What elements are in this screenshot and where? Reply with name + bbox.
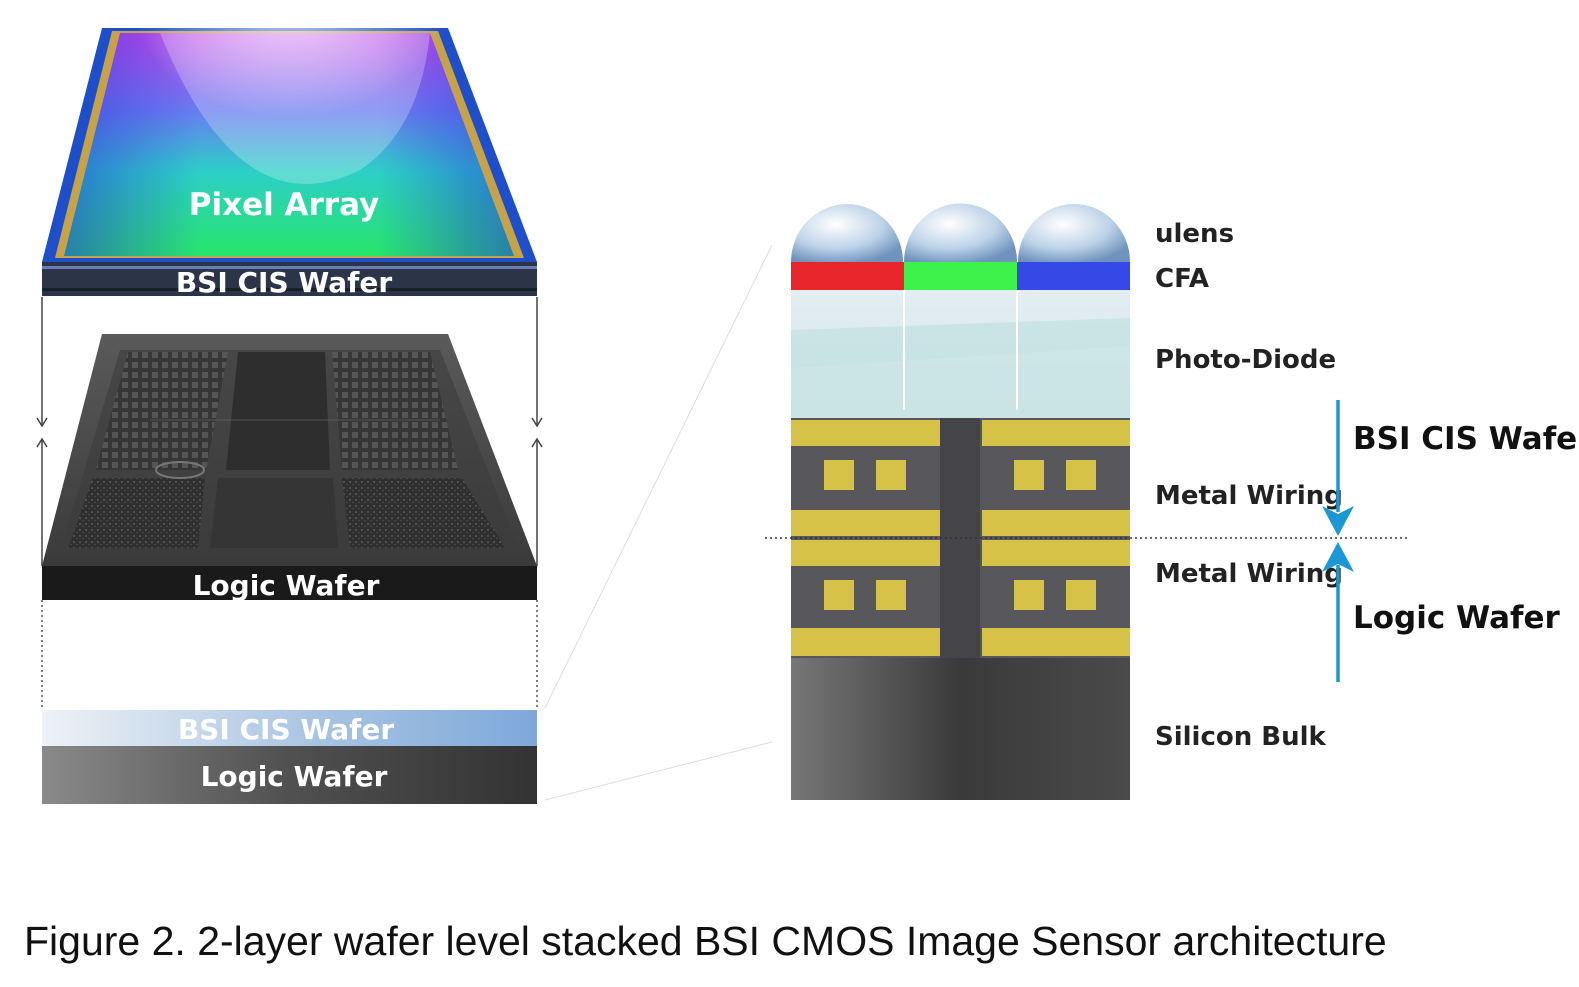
bsi-cis-wafer-top-layer	[42, 262, 537, 296]
cfa-label: CFA	[1155, 264, 1209, 294]
pixel-array-label: Pixel Array	[189, 187, 380, 223]
bsi-cis-wafer-arrow	[1322, 400, 1354, 536]
connector-lines-bottom	[41, 600, 538, 708]
silicon-bulk-layer	[791, 658, 1130, 800]
bsi-cis-wafer-bottom-label: BSI CIS Wafer	[178, 713, 395, 746]
color-filter-array	[791, 262, 1130, 290]
zoom-guide-lines	[544, 244, 773, 801]
photo-diode-label: Photo-Diode	[1155, 345, 1336, 375]
bsi-cis-wafer-side-label: BSI CIS Wafer	[1353, 421, 1579, 457]
logic-chip-layer	[42, 334, 537, 566]
silicon-bulk-label: Silicon Bulk	[1155, 722, 1327, 752]
ulens-label: ulens	[1155, 219, 1234, 249]
bsi-cis-wafer-top-label: BSI CIS Wafer	[176, 266, 393, 299]
metal-wiring-bottom-label: Metal Wiring	[1155, 559, 1343, 589]
cfa-blue	[1017, 262, 1130, 290]
metal-wiring-top-label: Metal Wiring	[1155, 481, 1343, 511]
cfa-green	[904, 262, 1017, 290]
logic-wafer-bottom-label: Logic Wafer	[201, 760, 388, 793]
logic-wafer-mid-label: Logic Wafer	[193, 569, 380, 602]
logic-wafer-side-label: Logic Wafer	[1353, 600, 1561, 636]
pixel-array-layer	[42, 0, 537, 262]
microlens-row	[791, 203, 1130, 262]
connector-lines-top	[36, 297, 543, 566]
logic-wafer-arrow	[1322, 542, 1354, 682]
bsi-cis-wafer-bottom-layer	[42, 710, 537, 746]
logic-wafer-bottom-layer	[42, 746, 537, 804]
figure-caption: Figure 2. 2-layer wafer level stacked BS…	[24, 918, 1387, 964]
cfa-red	[791, 262, 904, 290]
photo-diode-layer	[791, 290, 1130, 418]
logic-wafer-mid-layer	[42, 566, 537, 600]
